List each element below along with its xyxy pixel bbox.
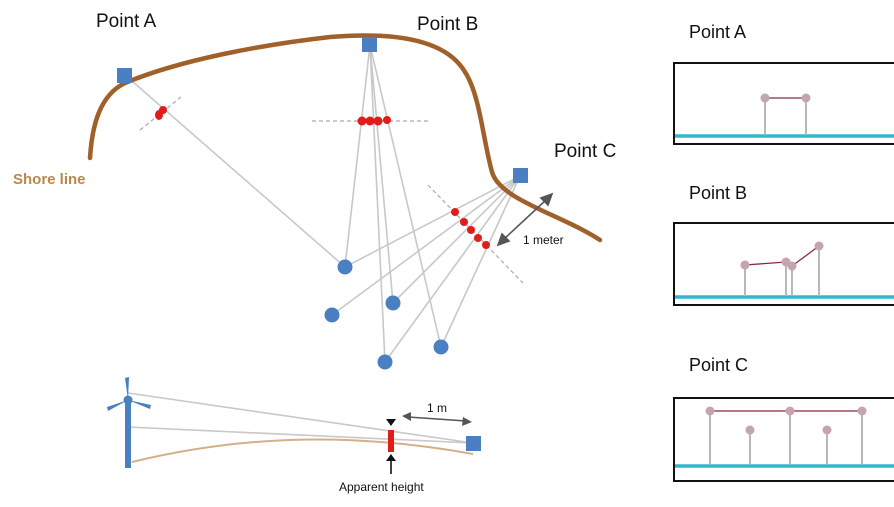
target-circle <box>385 295 401 311</box>
observation-dot <box>357 116 367 126</box>
observation-dot <box>482 241 490 249</box>
camera-a <box>117 68 132 83</box>
target-circle <box>324 307 340 323</box>
point-c-label: Point C <box>554 141 617 162</box>
apparent-height-label: Apparent height <box>339 480 424 494</box>
one-meter-arrow <box>496 192 554 247</box>
down-arrow-icon <box>386 419 396 426</box>
panel-c-title: Point C <box>689 355 749 375</box>
observation-dot <box>451 208 459 216</box>
shore-line-label: Shore line <box>13 171 86 188</box>
target-circle <box>433 339 449 355</box>
observation-dot <box>474 234 482 242</box>
shore-line <box>87 33 603 243</box>
observation-dot <box>460 218 468 226</box>
up-arrow-icon <box>386 454 396 461</box>
observation-points <box>155 106 490 249</box>
panel-c <box>673 397 894 482</box>
panel-a <box>673 62 894 145</box>
one-meter-label: 1 meter <box>523 233 564 247</box>
observation-dot <box>159 106 167 114</box>
target-objects <box>324 259 449 370</box>
camera-c <box>513 168 528 183</box>
observation-dot <box>383 116 391 124</box>
cameras <box>117 37 528 183</box>
target-circle <box>337 259 353 275</box>
point-a-label: Point A <box>96 11 157 32</box>
observation-dot <box>467 226 475 234</box>
camera-side <box>466 436 481 451</box>
side-view <box>107 377 481 474</box>
observation-dot <box>365 116 375 126</box>
panel-a-title: Point A <box>689 22 747 42</box>
panel-b-title: Point B <box>689 183 748 203</box>
wind-turbine-icon <box>107 377 151 468</box>
target-circle <box>377 354 393 370</box>
camera-b <box>362 37 377 52</box>
point-b-label: Point B <box>417 14 479 35</box>
one-m-label: 1 m <box>427 401 448 415</box>
observation-dot <box>373 116 383 126</box>
panel-b <box>673 222 894 306</box>
sight-lines <box>124 44 521 363</box>
